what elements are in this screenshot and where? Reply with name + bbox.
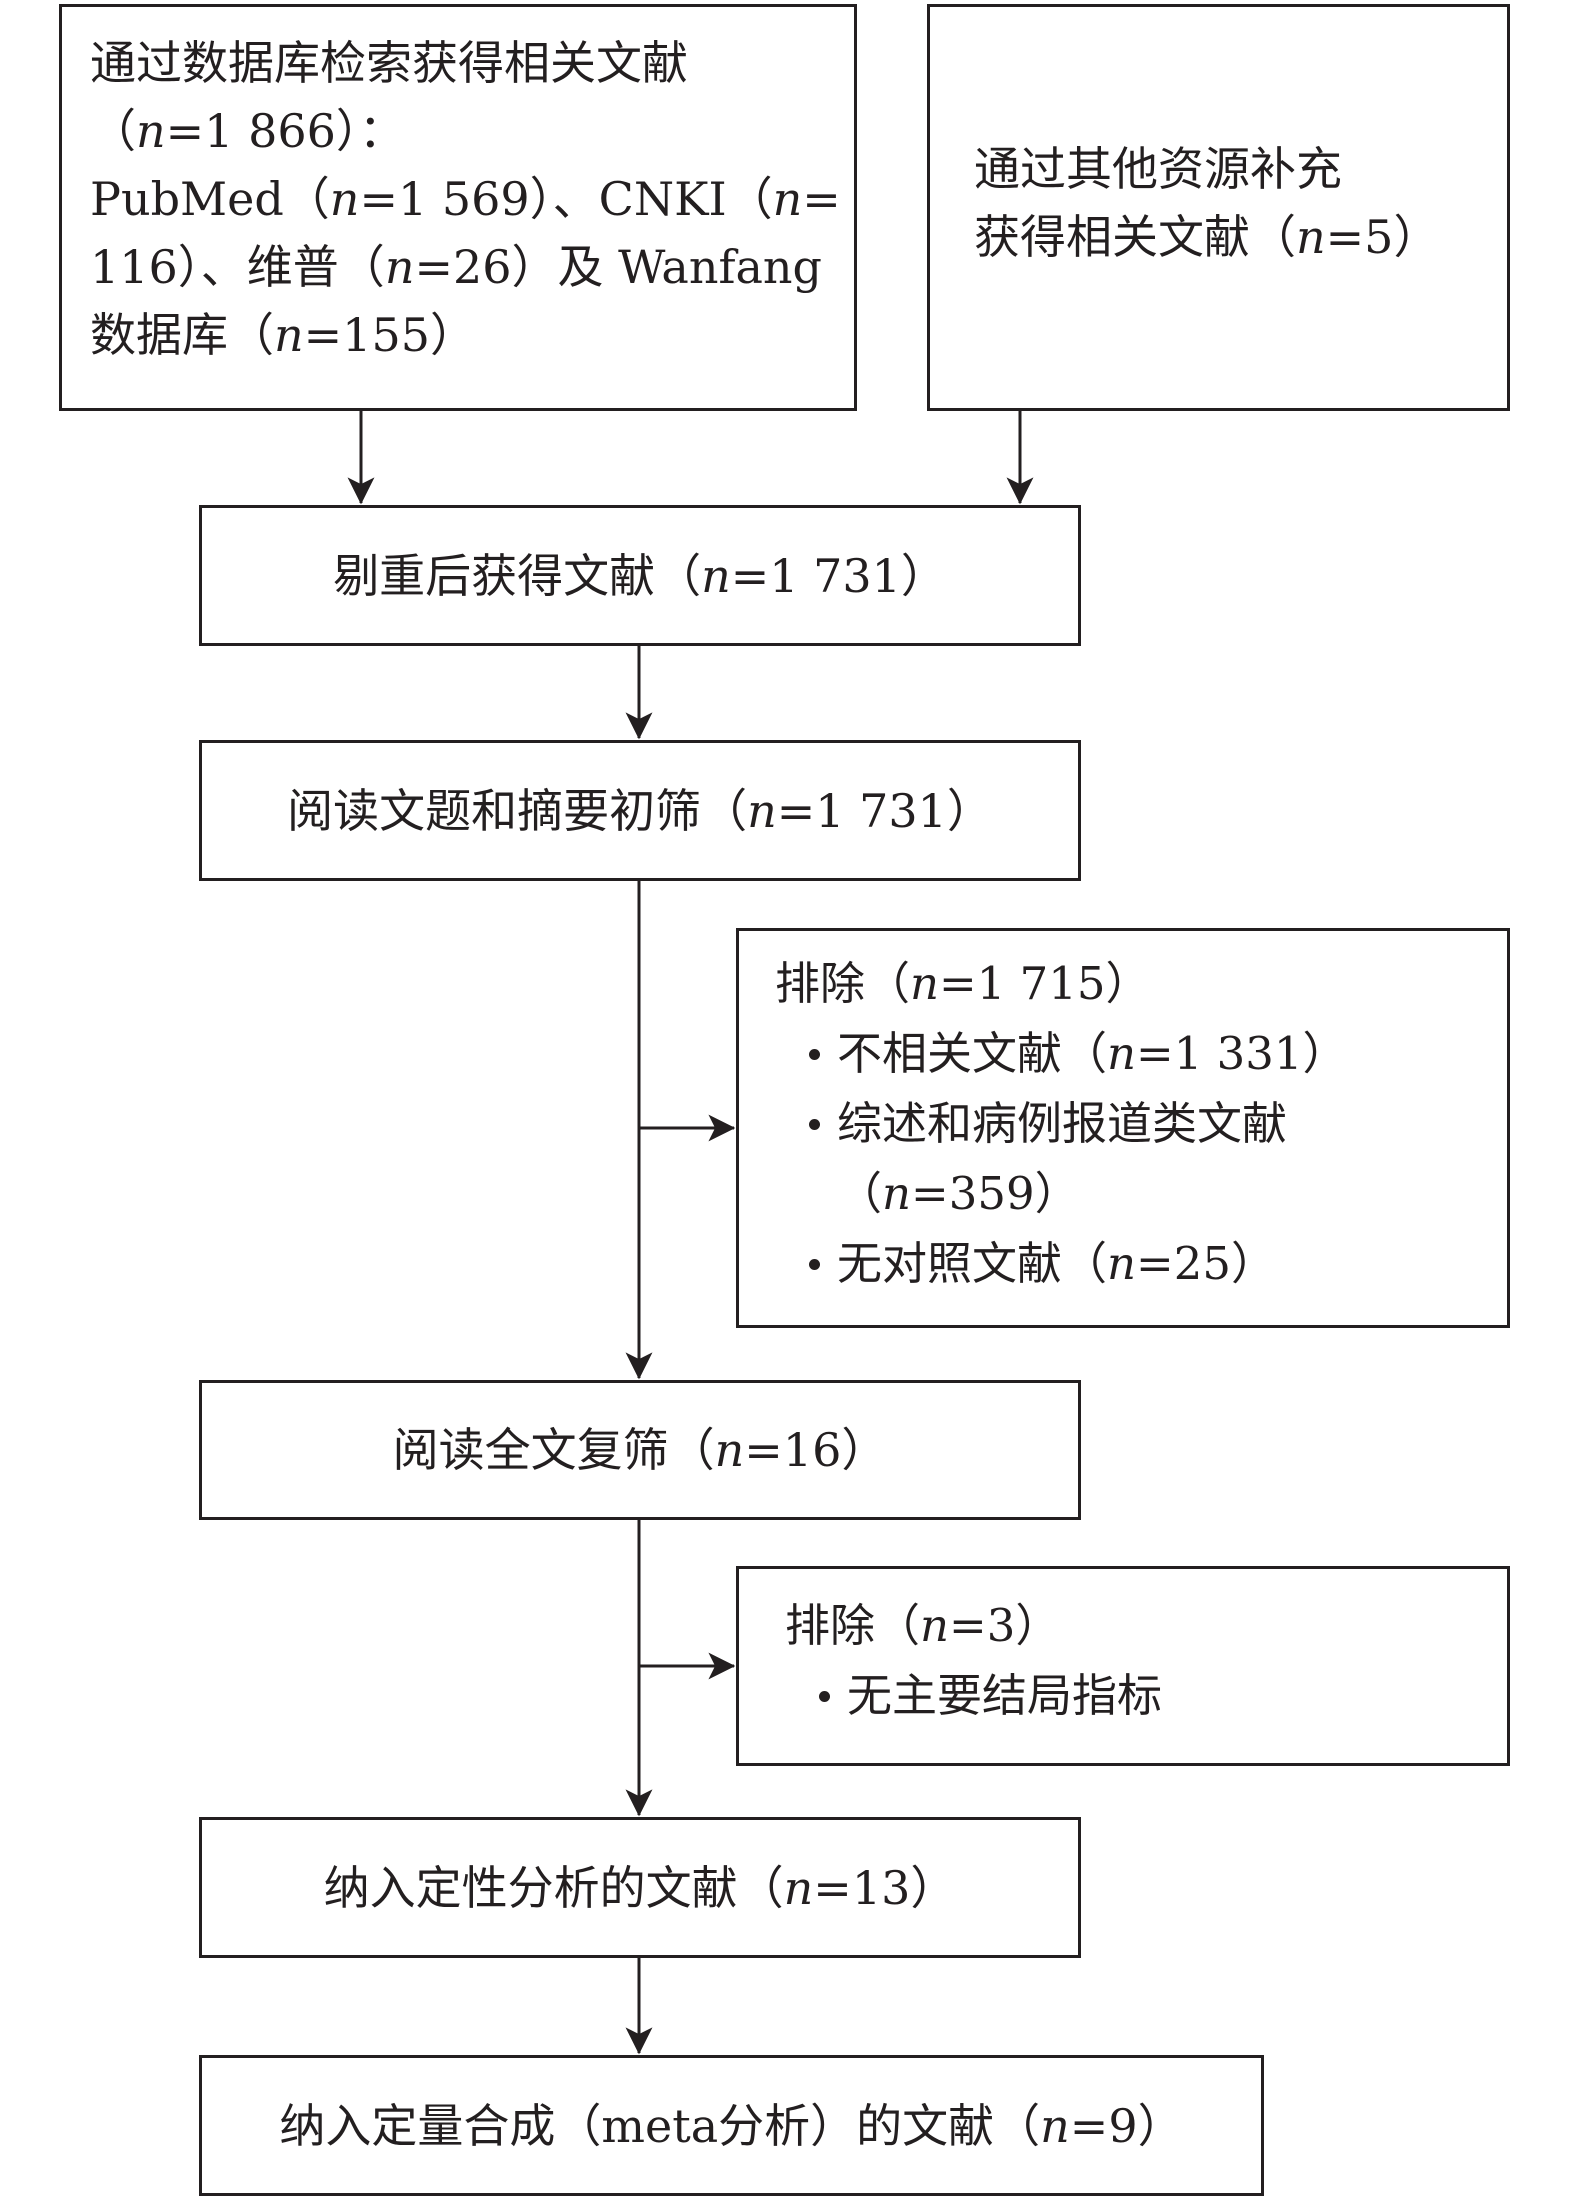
excluded-reviews-case-reports-count: （n=359） (837, 1167, 1080, 1220)
excluded-full-text-heading: 排除（n=3） (785, 1599, 1061, 1652)
bullet-icon (809, 1119, 820, 1130)
screening-label: 阅读文题和摘要初筛（n=1 731） (287, 783, 993, 838)
bullet-icon (809, 1259, 820, 1270)
database-search-sources-2: 116）、维普（n=26）及 Wanfang (90, 240, 823, 294)
database-search-sources-3: 数据库（n=155） (90, 308, 476, 362)
full-text-label: 阅读全文复筛（n=16） (392, 1423, 888, 1477)
database-search-sources-1: PubMed（n=1 569）、CNKI（n= (90, 172, 841, 226)
box-qualitative-synthesis: 纳入定性分析的文献（n=13） (199, 1817, 1081, 1958)
other-sources-title: 通过其他资源补充 (974, 142, 1342, 196)
box-full-text-screening: 阅读全文复筛（n=16） (199, 1380, 1081, 1520)
excluded-reviews-case-reports: 综述和病例报道类文献 (775, 1089, 1507, 1159)
quantitative-label: 纳入定量合成（meta分析）的文献（n=9） (279, 2098, 1184, 2153)
box-other-sources: 通过其他资源补充 获得相关文献（n=5） (927, 4, 1510, 411)
excluded-no-control: 无对照文献（n=25） (775, 1229, 1507, 1299)
box-excluded-full-text: 排除（n=3） 无主要结局指标 (736, 1566, 1510, 1766)
bullet-icon (819, 1691, 830, 1702)
box-quantitative-synthesis: 纳入定量合成（meta分析）的文献（n=9） (199, 2055, 1264, 2196)
database-search-total: （n=1 866）： (90, 104, 405, 158)
excluded-no-primary-outcome: 无主要结局指标 (785, 1661, 1507, 1731)
dedup-label: 剔重后获得文献（n=1 731） (333, 548, 947, 603)
box-after-deduplication: 剔重后获得文献（n=1 731） (199, 505, 1081, 646)
other-sources-count: 获得相关文献（n=5） (974, 210, 1440, 264)
box-excluded-screening: 排除（n=1 715） 不相关文献（n=1 331） 综述和病例报道类文献 （n… (736, 928, 1510, 1328)
qualitative-label: 纳入定性分析的文献（n=13） (323, 1860, 957, 1915)
box-database-search: 通过数据库检索获得相关文献 （n=1 866）： PubMed（n=1 569）… (59, 4, 857, 411)
excluded-screening-heading: 排除（n=1 715） (775, 957, 1151, 1010)
bullet-icon (809, 1049, 820, 1060)
box-title-abstract-screening: 阅读文题和摘要初筛（n=1 731） (199, 740, 1081, 881)
database-search-title: 通过数据库检索获得相关文献 (90, 36, 688, 90)
excluded-irrelevant: 不相关文献（n=1 331） (775, 1019, 1507, 1089)
